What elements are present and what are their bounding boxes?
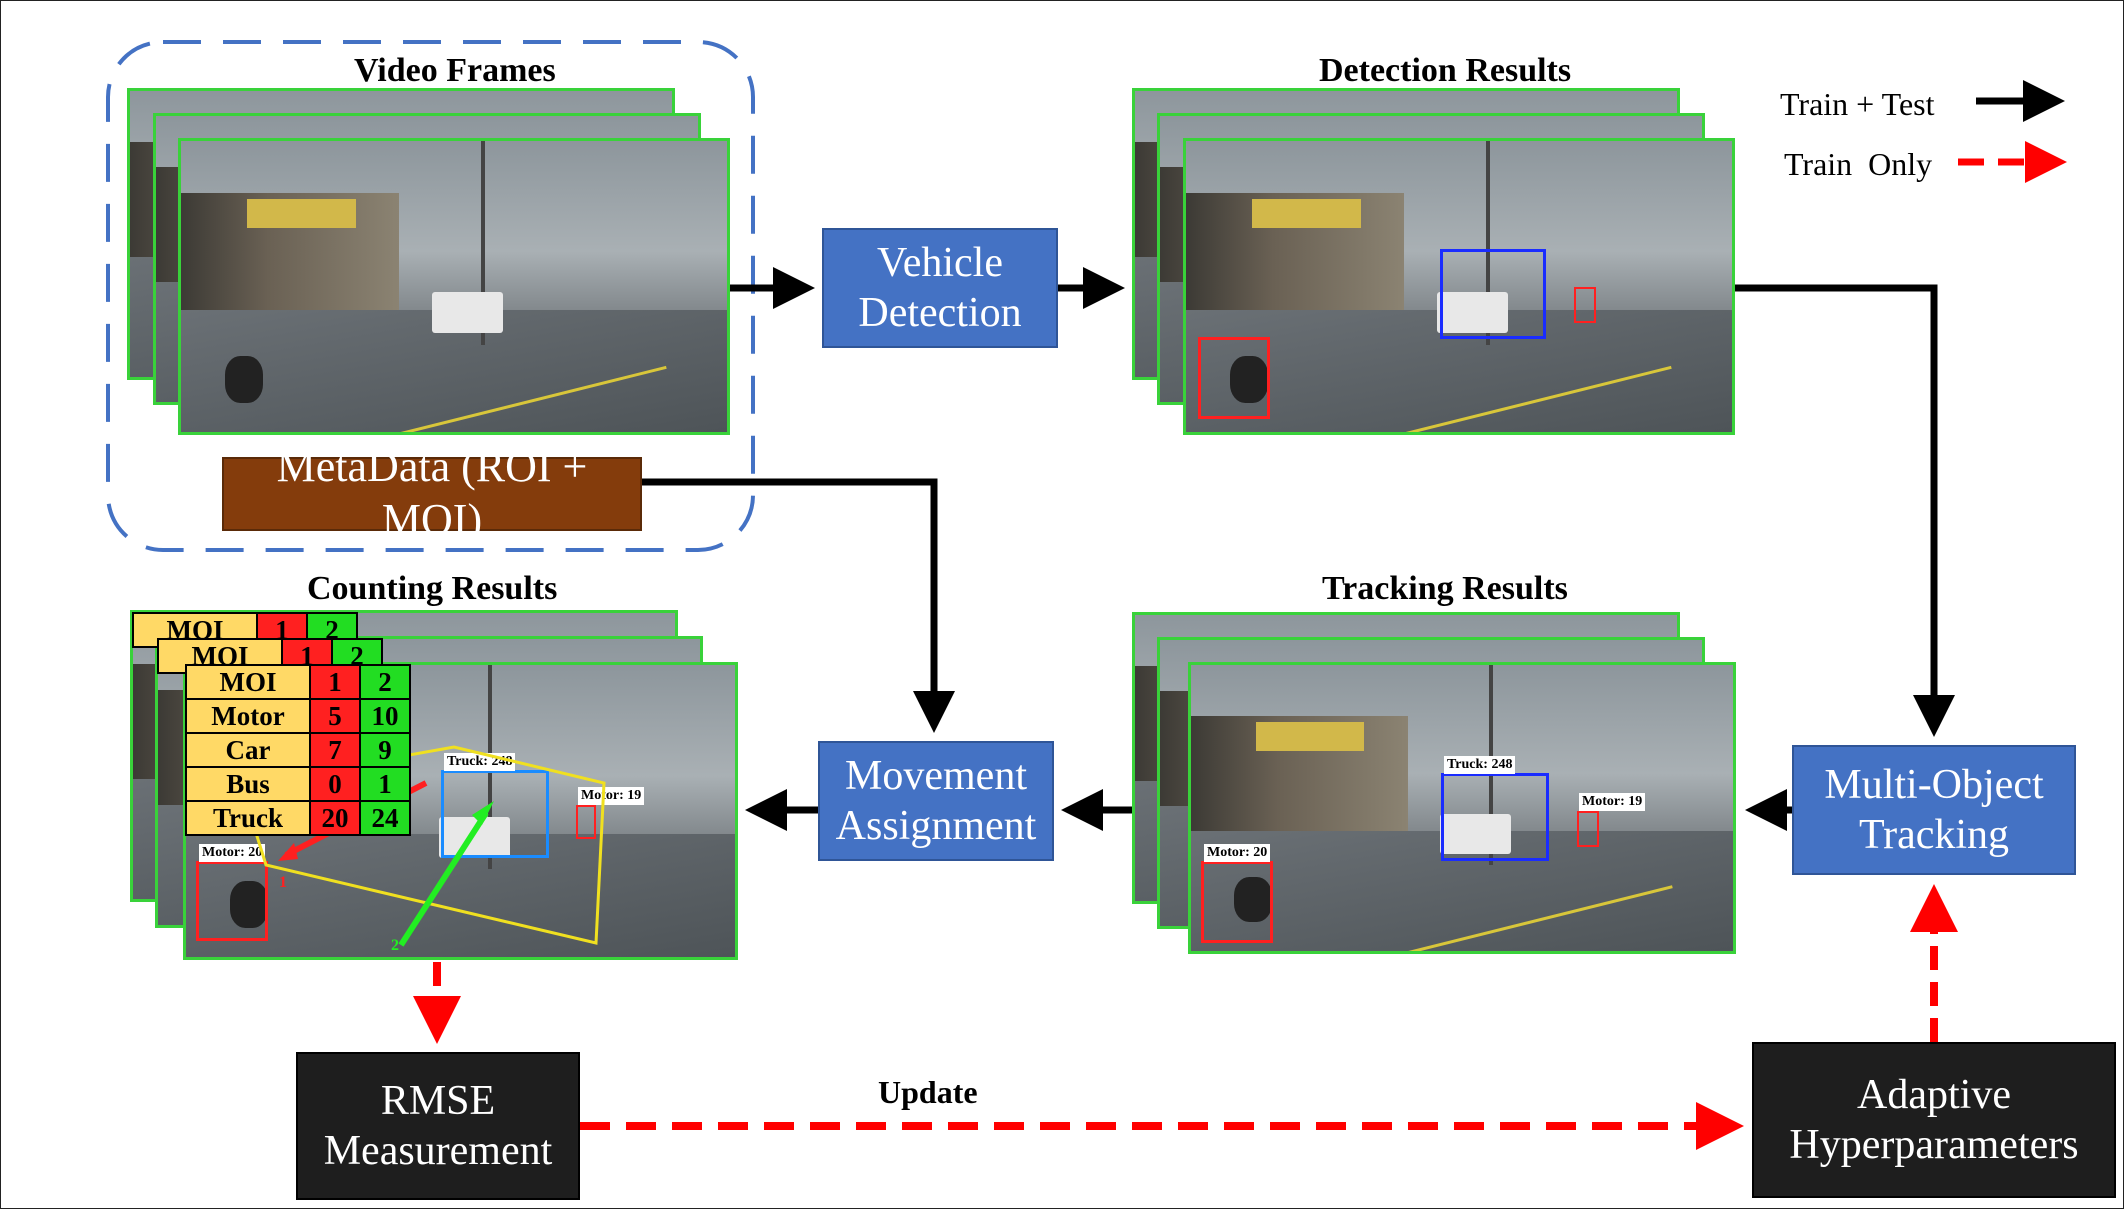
- table-cell: 24: [359, 800, 411, 836]
- arrow-metadata-to-movement: [642, 478, 955, 733]
- detection-box-motor: [1198, 337, 1270, 419]
- tracking-frame-front: Truck: 248 Motor: 19 Motor: 20: [1188, 662, 1736, 954]
- tracking-box-motor: Motor: 19: [1577, 793, 1646, 847]
- arrow-detection-results-to-tracking: [1735, 284, 1955, 737]
- counting-table: MOI 1 2 Motor 5 10 Car 7 9 Bus 0 1 Truck…: [185, 664, 411, 836]
- table-cell: 10: [359, 698, 411, 734]
- adaptive-label-line2: Hyperparameters: [1789, 1122, 2079, 1168]
- table-cell: 9: [359, 732, 411, 768]
- update-label: Update: [878, 1074, 978, 1110]
- legend-solid-label: Train + Test: [1780, 86, 1935, 122]
- vehicle-detection-label-line1: Vehicle: [877, 239, 1003, 286]
- counting-label-motor: Motor: 19: [578, 787, 645, 805]
- legend-dashed-label: Train Only: [1784, 146, 1933, 182]
- table-cell: 20: [309, 800, 361, 836]
- counting-box-motor: Motor: 20: [196, 844, 268, 941]
- multi-object-tracking-box: Multi-Object Tracking: [1792, 745, 2076, 875]
- moi-1-label: 1: [279, 874, 287, 891]
- detection-frame-front: [1183, 138, 1735, 435]
- adaptive-hyperparameters-box: Adaptive Hyperparameters: [1752, 1042, 2116, 1198]
- detection-box-motor: [1574, 287, 1596, 323]
- table-cell: Car: [185, 732, 311, 768]
- movement-assignment-box: Movement Assignment: [818, 741, 1054, 861]
- table-cell: 7: [309, 732, 361, 768]
- multi-object-tracking-label-line1: Multi-Object: [1824, 761, 2044, 808]
- table-cell: Truck: [185, 800, 311, 836]
- table-cell: 1: [359, 766, 411, 802]
- tracking-label-motor: Motor: 20: [1204, 844, 1271, 862]
- multi-object-tracking-label-line2: Tracking: [1858, 812, 2010, 858]
- tracking-box-truck: Truck: 248: [1441, 756, 1549, 861]
- rmse-label-line2: Measurement: [323, 1128, 553, 1174]
- table-row: Motor 5 10: [185, 698, 411, 734]
- movement-assignment-label-line1: Movement: [845, 752, 1027, 799]
- tracking-box-motor: Motor: 20: [1201, 844, 1273, 943]
- table-row: Car 7 9: [185, 732, 411, 768]
- table-row: Bus 0 1: [185, 766, 411, 802]
- table-cell: Bus: [185, 766, 311, 802]
- table-cell: Motor: [185, 698, 311, 734]
- table-cell: 5: [309, 698, 361, 734]
- tracking-label-motor: Motor: 19: [1579, 793, 1646, 811]
- detection-box-truck: [1440, 249, 1546, 339]
- counting-results-title: Counting Results: [307, 570, 558, 607]
- tracking-label-truck: Truck: 248: [1444, 756, 1516, 774]
- moi-2-label: 2: [391, 937, 399, 954]
- detection-results-title: Detection Results: [1319, 52, 1572, 89]
- table-header-cell: 2: [359, 664, 411, 700]
- vehicle-detection-label-line2: Detection: [858, 290, 1022, 336]
- vehicle-detection-box: Vehicle Detection: [822, 228, 1058, 348]
- table-cell: 0: [309, 766, 361, 802]
- rmse-label-line1: RMSE: [380, 1077, 496, 1124]
- movement-assignment-label-line2: Assignment: [835, 803, 1037, 849]
- counting-box-motor: Motor: 19: [576, 787, 645, 839]
- table-header-cell: 1: [309, 664, 361, 700]
- adaptive-label-line1: Adaptive: [1857, 1071, 2011, 1118]
- counting-label-motor: Motor: 20: [199, 844, 266, 862]
- video-frame-front: [178, 138, 730, 435]
- table-row: Truck 20 24: [185, 800, 411, 836]
- rmse-measurement-box: RMSE Measurement: [296, 1052, 580, 1200]
- tracking-results-title: Tracking Results: [1322, 570, 1568, 607]
- table-header-cell: MOI: [185, 664, 311, 700]
- video-frames-title: Video Frames: [354, 52, 556, 89]
